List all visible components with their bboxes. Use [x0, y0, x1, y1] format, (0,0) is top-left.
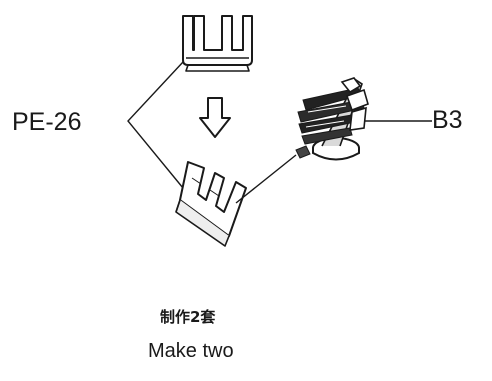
b3-figure-icon: [295, 77, 369, 161]
instruction-english: Make two: [148, 340, 234, 362]
pe26-leader-lines: [127, 61, 184, 189]
pe26-part-flat-icon: [182, 15, 253, 72]
part-label-pe26: PE-26: [12, 108, 82, 136]
part-label-b3: B3: [432, 106, 463, 134]
down-arrow-icon: [199, 97, 231, 138]
pe26-part-bent-icon: [175, 161, 247, 247]
b3-leader-lines: [235, 120, 432, 204]
instruction-chinese: 制作2套: [160, 308, 216, 326]
